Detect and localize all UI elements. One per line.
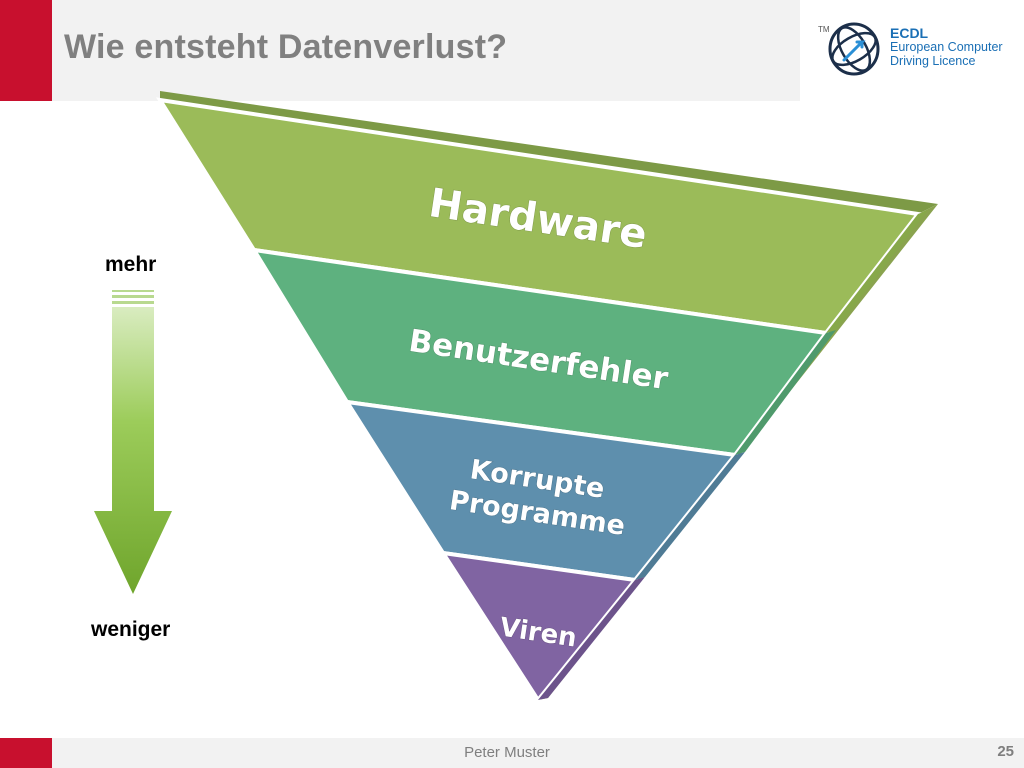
- footer-accent-bar: [0, 738, 52, 768]
- scale-label-less: weniger: [91, 618, 171, 641]
- ecdl-logo: TM ECDL European Computer Driving Licenc…: [818, 20, 1018, 82]
- footer-author: Peter Muster: [464, 744, 550, 761]
- logo-line-2: Driving Licence: [890, 54, 976, 68]
- ecdl-globe-icon: [828, 22, 880, 76]
- tier-side-face-1: [826, 210, 928, 333]
- scale-label-more: mehr: [105, 253, 157, 276]
- logo-text: ECDL European Computer Driving Licence: [890, 26, 1003, 68]
- tier-side-face-3: [635, 452, 745, 580]
- slide-title: Wie entsteht Datenverlust?: [64, 28, 508, 66]
- logo-abbreviation: ECDL: [890, 25, 929, 41]
- header-band: [0, 0, 800, 101]
- logo-line-1: European Computer: [890, 40, 1003, 54]
- trademark-mark: TM: [818, 25, 830, 34]
- header-accent-bar: [0, 0, 52, 101]
- down-arrow-icon: [94, 290, 172, 594]
- page-number: 25: [997, 743, 1014, 760]
- footer-band: [0, 738, 1024, 768]
- tier-side-face-4: [538, 577, 645, 700]
- funnel-top-edge: [160, 91, 938, 214]
- tier-side-face-2: [735, 330, 836, 455]
